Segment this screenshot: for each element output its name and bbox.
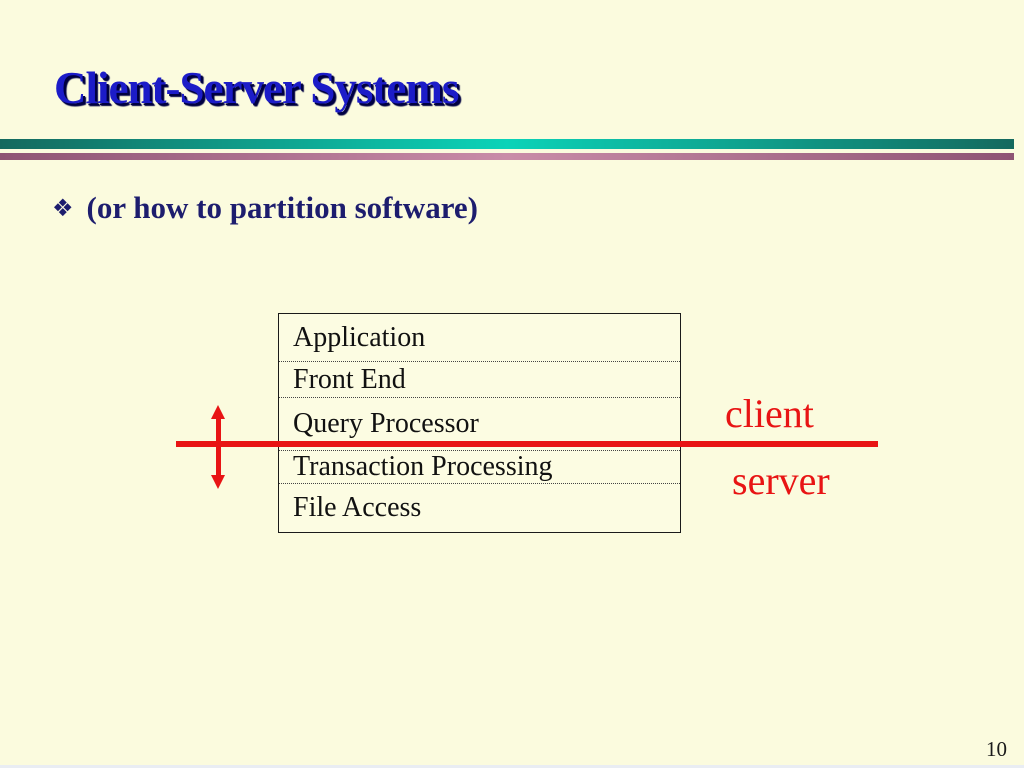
slide-title: Client-Server Systems xyxy=(54,63,459,113)
bottom-edge-strip xyxy=(0,765,1024,768)
client-server-partition-line xyxy=(176,441,878,447)
server-label: server xyxy=(732,458,830,503)
arrow-shaft xyxy=(215,418,221,476)
page-number: 10 xyxy=(986,737,1007,761)
stack-row: Front End xyxy=(279,362,680,398)
bullet-text: (or how to partition software) xyxy=(86,190,478,225)
double-arrow-icon xyxy=(211,405,225,489)
stack-row: Transaction Processing xyxy=(279,451,680,484)
purple-gradient-rule xyxy=(0,153,1014,160)
client-label: client xyxy=(725,391,814,436)
arrowhead-down-icon xyxy=(211,475,225,489)
bullet-line: ❖ (or how to partition software) xyxy=(52,190,478,226)
arrowhead-up-icon xyxy=(211,405,225,419)
teal-gradient-rule xyxy=(0,139,1014,149)
diamond-bullet-icon: ❖ xyxy=(52,194,74,222)
stack-row: Application xyxy=(279,314,680,362)
stack-row: Query Processor xyxy=(279,398,680,451)
stack-row: File Access xyxy=(293,492,422,523)
